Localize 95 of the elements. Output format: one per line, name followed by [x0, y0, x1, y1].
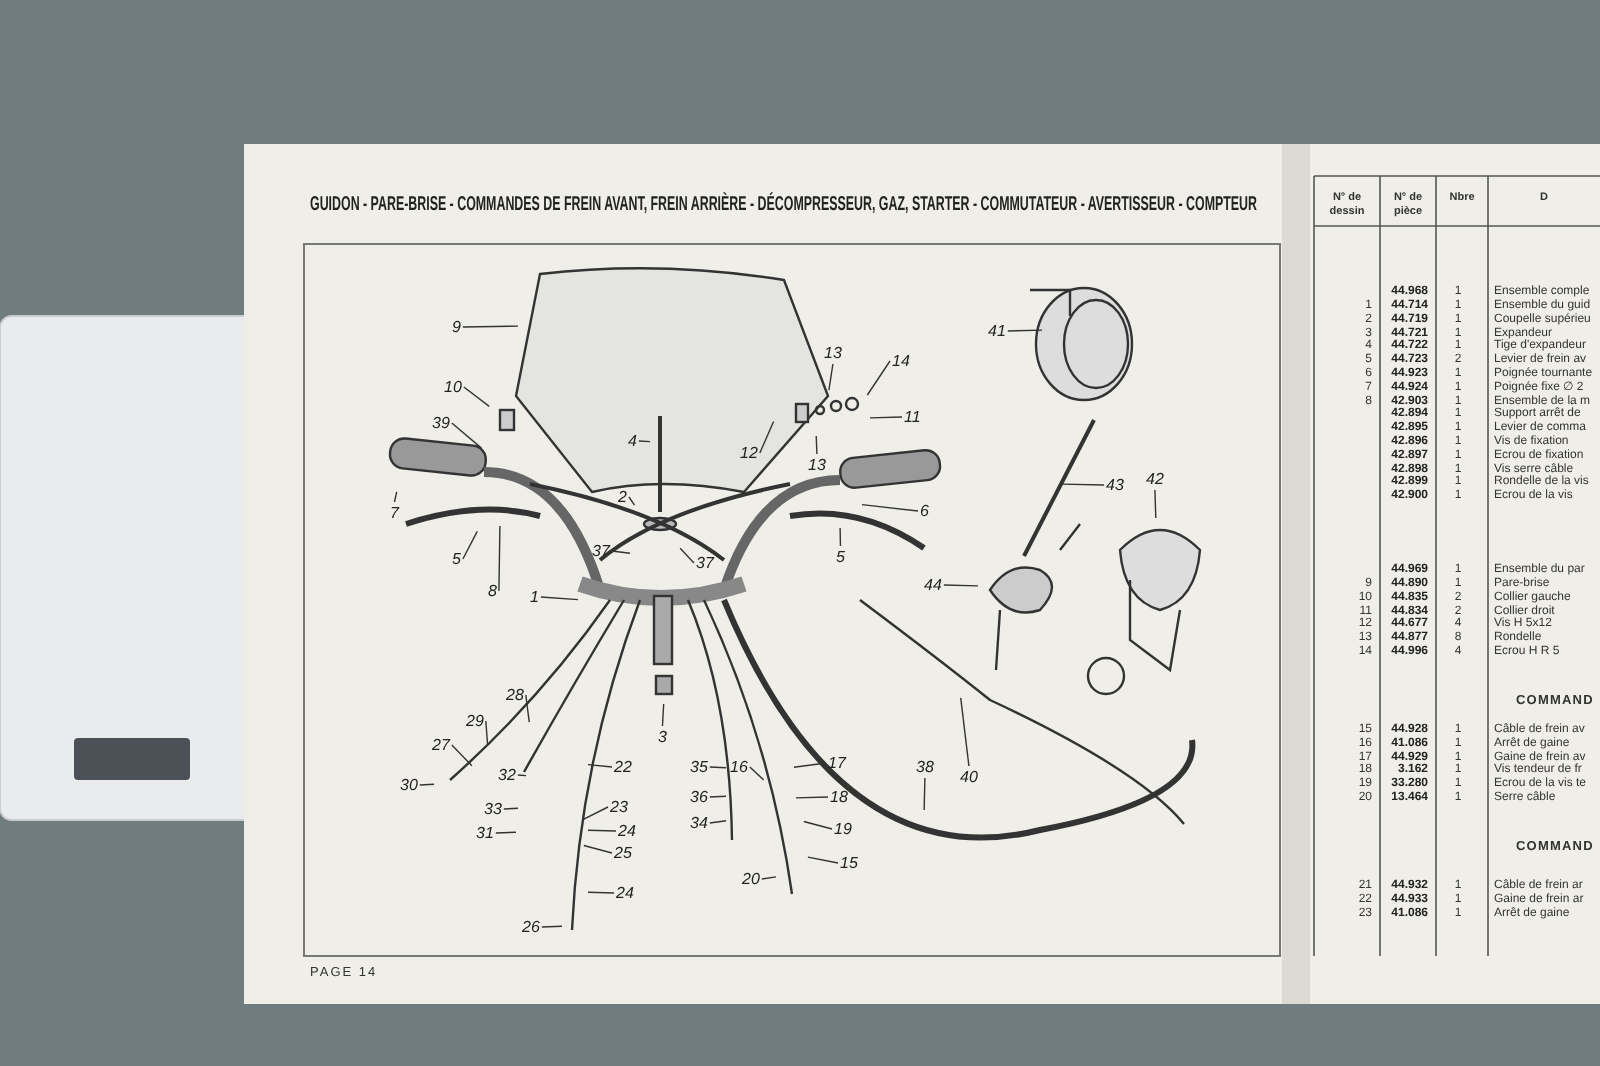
leader-line — [451, 422, 483, 449]
callout-number: 24 — [616, 884, 634, 902]
callout-number: 5 — [452, 550, 461, 568]
callout-number: 25 — [614, 844, 632, 862]
leader-line — [503, 807, 519, 810]
leader-line — [793, 762, 827, 768]
callout-number: 24 — [618, 822, 636, 840]
leader-line — [451, 744, 473, 767]
leader-line — [495, 831, 517, 834]
leader-line — [960, 697, 970, 767]
callout-number: 11 — [904, 408, 921, 426]
leader-line — [815, 435, 818, 455]
leader-line — [869, 416, 903, 419]
leader-line — [866, 360, 891, 396]
leader-line — [517, 774, 527, 777]
callout-number: 38 — [916, 758, 934, 776]
callout-number: 8 — [488, 582, 497, 600]
leader-line — [541, 925, 563, 928]
leader-line — [462, 325, 519, 328]
leader-line — [795, 796, 829, 799]
leader-line — [807, 856, 839, 864]
callout-number: 27 — [432, 736, 450, 754]
callout-number: 5 — [836, 548, 845, 566]
callout-number: 6 — [920, 502, 929, 520]
callout-number: 36 — [690, 788, 708, 806]
leader-line — [393, 491, 398, 503]
callout-number: 39 — [432, 414, 450, 432]
leader-line — [583, 844, 613, 854]
leader-line — [709, 766, 727, 769]
callout-number: 35 — [690, 758, 708, 776]
callout-number: 40 — [960, 768, 978, 786]
callout-number: 33 — [484, 800, 502, 818]
callout-number: 13 — [824, 344, 842, 362]
callout-number: 15 — [840, 854, 858, 872]
callout-number: 14 — [892, 352, 910, 370]
leader-line — [485, 720, 489, 745]
leader-line — [1154, 489, 1157, 519]
callout-number: 19 — [834, 820, 852, 838]
callout-number: 29 — [466, 712, 484, 730]
callout-number: 22 — [614, 758, 632, 776]
leader-line — [611, 550, 631, 554]
callout-number: 3 — [658, 728, 667, 746]
leader-line — [1061, 483, 1105, 486]
leader-line — [803, 820, 833, 830]
callout-number: 37 — [592, 542, 610, 560]
leader-line — [628, 496, 636, 506]
callout-number: 30 — [400, 776, 418, 794]
callout-number: 12 — [740, 444, 758, 462]
leader-line — [661, 703, 665, 727]
callout-number: 10 — [444, 378, 462, 396]
leader-line — [462, 530, 478, 560]
leader-line — [638, 440, 651, 443]
callout-number: 42 — [1146, 470, 1164, 488]
leader-line — [498, 525, 501, 592]
callout-number: 44 — [924, 576, 942, 594]
callout-number: 4 — [628, 432, 637, 450]
callout-number: 7 — [390, 504, 399, 522]
callout-number: 1 — [530, 588, 539, 606]
callout-number: 31 — [476, 824, 494, 842]
callout-number: 26 — [522, 918, 540, 936]
callout-number: 34 — [690, 814, 708, 832]
leader-line — [587, 891, 615, 894]
callout-number: 18 — [830, 788, 848, 806]
leader-line — [540, 596, 579, 601]
leader-line — [943, 584, 979, 587]
callout-number: 13 — [808, 456, 826, 474]
leader-line — [759, 420, 775, 454]
leader-line — [839, 527, 842, 547]
callout-number: 9 — [452, 318, 461, 336]
callout-number: 32 — [498, 766, 516, 784]
callout-number: 16 — [730, 758, 748, 776]
callout-number: 17 — [828, 754, 846, 772]
leader-line — [587, 763, 613, 768]
callout-number: 43 — [1106, 476, 1124, 494]
leader-line — [587, 829, 617, 832]
leader-line — [709, 820, 727, 824]
page-title: GUIDON - PARE-BRISE - COMMANDES DE FREIN AVANT, FREIN ARRIÈRE - DÉCOMPRESSEUR, GAZ, STARTER - COMMUTATEUR - AVERTISSEUR - COMPTEUR — [310, 194, 1257, 216]
leader-line — [525, 694, 530, 723]
leader-line — [861, 503, 919, 512]
callout-number: 20 — [742, 870, 760, 888]
callout-number: 41 — [988, 322, 1006, 340]
leader-line — [463, 386, 490, 408]
leader-line — [679, 547, 695, 564]
callout-number: 28 — [506, 686, 524, 704]
leader-line — [749, 766, 765, 781]
leader-line — [828, 363, 834, 391]
callout-number: 23 — [610, 798, 628, 816]
callout-number: 37 — [696, 554, 714, 572]
leader-line — [709, 795, 727, 798]
leader-line — [1007, 329, 1043, 332]
leader-line — [582, 806, 609, 821]
callout-number: 2 — [618, 488, 627, 506]
leader-line — [761, 876, 777, 880]
leader-line — [419, 783, 435, 786]
leader-line — [923, 777, 926, 811]
